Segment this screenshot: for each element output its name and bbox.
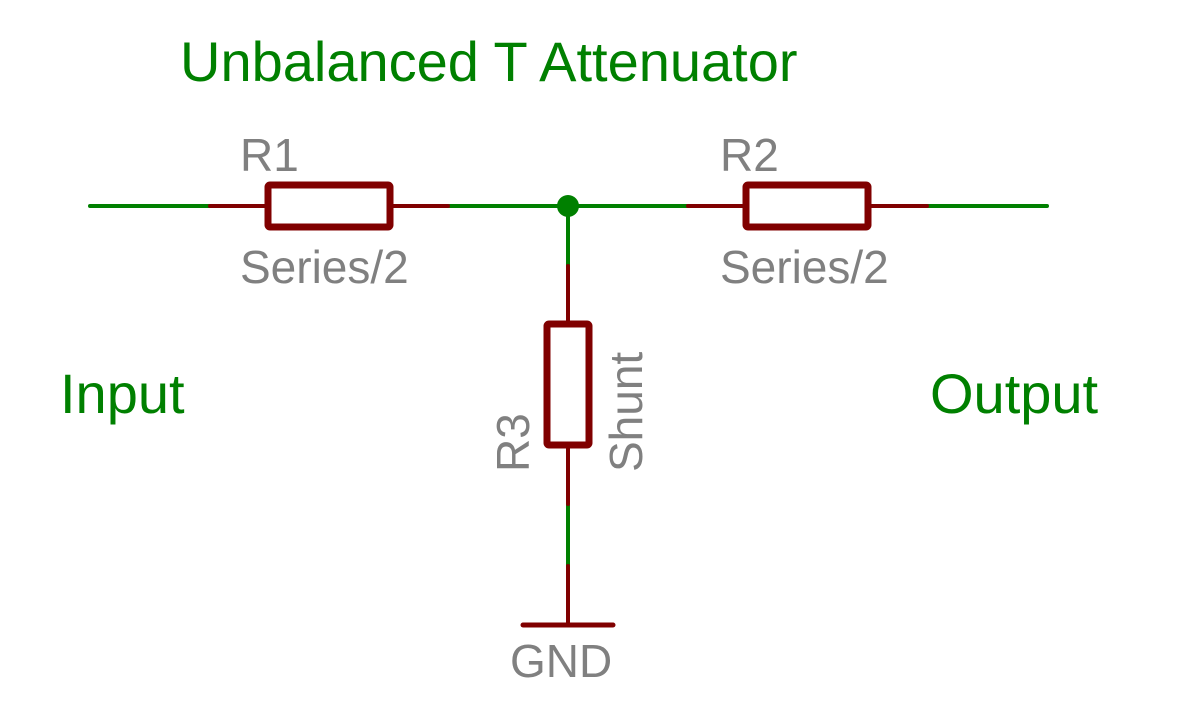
r1-value-label: Series/2 bbox=[240, 241, 409, 293]
r3-value-label: Shunt bbox=[600, 351, 652, 472]
gnd-label: GND bbox=[510, 635, 613, 687]
r2-value-label: Series/2 bbox=[720, 241, 889, 293]
input-label: Input bbox=[60, 362, 185, 425]
resistor-r2[interactable] bbox=[686, 181, 929, 231]
output-label: Output bbox=[930, 362, 1099, 425]
r2-ref-label: R2 bbox=[720, 129, 779, 181]
ground-symbol[interactable] bbox=[520, 564, 616, 628]
resistor-r3[interactable] bbox=[543, 264, 593, 506]
r3-ref-label: R3 bbox=[487, 413, 539, 472]
diagram-title: Unbalanced T Attenuator bbox=[180, 30, 798, 93]
resistor-r1[interactable] bbox=[208, 181, 450, 231]
junction-dot bbox=[557, 195, 579, 217]
r1-ref-label: R1 bbox=[240, 129, 299, 181]
